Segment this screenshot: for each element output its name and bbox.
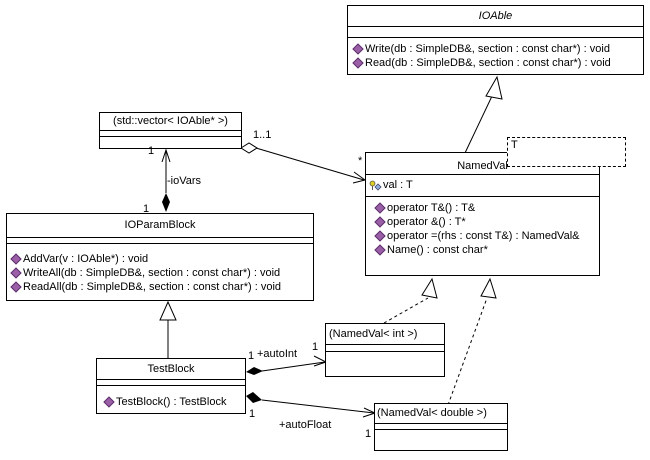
template-parameter-box: T [507,137,626,167]
realization-arrowhead [421,277,438,299]
class-name: NamedVal [366,153,599,175]
multiplicity-label: 1 [365,428,372,440]
public-operation-icon [10,266,22,279]
multiplicity-label: 1 [148,145,155,157]
public-operation-icon [10,252,22,265]
public-operation-icon [352,42,364,55]
operation: WriteAll(db : SimpleDB&, section : const… [10,266,313,280]
multiplicity-label: * [358,155,363,167]
operations-compartment: Write(db : SimpleDB&, section : const ch… [348,38,643,73]
operation: operator T&() : T& [374,201,599,215]
class-testblock[interactable]: TestBlock TestBlock() : TestBlock [96,358,246,414]
class-namedval-double[interactable]: (NamedVal< double >) [374,403,508,451]
public-operation-icon [374,215,386,228]
class-name: (NamedVal< int >) [326,324,444,345]
composition-testblock-namedval-double [261,399,375,414]
realization-namedval-double [447,297,488,406]
multiplicity-label: 1 [312,341,319,353]
operations-compartment: operator T&() : T& operator &() : T* ope… [366,197,599,260]
aggregation-diamond [240,142,258,154]
attributes-compartment [7,238,313,244]
class-namedval[interactable]: NamedVal val : T operator T&() : T& oper… [365,152,600,276]
generalization-arrowhead [485,75,503,100]
attributes-compartment [100,131,241,137]
aggregation-vector-namedval [255,147,365,181]
class-vector[interactable]: (std::vector< IOAble* >) [99,112,242,149]
class-ioable[interactable]: IOAble Write(db : SimpleDB&, section : c… [347,5,644,75]
generalization-namedval-ioable [464,93,494,154]
role-label: -ioVars [167,175,202,187]
multiplicity-label: 1..1 [253,129,272,141]
operation: Read(db : SimpleDB&, section : const cha… [352,56,643,70]
operation: ReadAll(db : SimpleDB&, section : const … [10,280,313,294]
composition-diamond [246,392,262,403]
attributes-compartment [348,27,643,38]
protected-attribute-key-icon [369,180,382,191]
operations-compartment: AddVar(v : IOAble*) : void WriteAll(db :… [7,244,313,297]
class-ioparamblock[interactable]: IOParamBlock AddVar(v : IOAble*) : void … [6,213,314,301]
attributes-compartment [97,380,245,386]
attribute: val : T [369,178,599,192]
multiplicity-label: 1 [143,203,150,215]
public-operation-icon [374,243,386,256]
aggregation-arrowhead [352,171,367,184]
composition-diamond [246,367,263,375]
composition-testblock-namedval-int [261,361,326,372]
public-operation-icon [103,395,115,408]
class-namedval-int[interactable]: (NamedVal< int >) [325,323,445,377]
class-name: IOAble [348,6,643,27]
role-label: +autoInt [257,348,298,360]
operations-compartment: TestBlock() : TestBlock [97,386,245,412]
composition-diamond [162,193,170,212]
class-name: (std::vector< IOAble* >) [100,113,241,131]
realization-namedval-int [383,297,429,324]
public-operation-icon [374,229,386,242]
operation: operator &() : T* [374,215,599,229]
class-name: TestBlock [97,359,245,380]
public-operation-icon [10,280,22,293]
generalization-arrowhead [159,300,177,321]
role-label: +autoFloat [279,419,332,431]
navigation-arrowhead [161,148,171,163]
operation: Write(db : SimpleDB&, section : const ch… [352,42,643,56]
multiplicity-label: 1 [248,350,255,362]
class-name: IOParamBlock [7,214,313,238]
public-operation-icon [352,56,364,69]
operation: Name() : const char* [374,243,599,257]
operation: operator =(rhs : const T&) : NamedVal& [374,229,599,243]
attributes-compartment [326,345,444,352]
operation: TestBlock() : TestBlock [103,395,245,409]
multiplicity-label: 1 [249,408,256,420]
attributes-compartment [375,424,507,430]
realization-arrowhead [480,277,497,299]
public-operation-icon [374,201,386,214]
class-name: (NamedVal< double >) [375,404,507,424]
attributes-compartment: val : T [366,175,599,197]
operation: AddVar(v : IOAble*) : void [10,252,313,266]
